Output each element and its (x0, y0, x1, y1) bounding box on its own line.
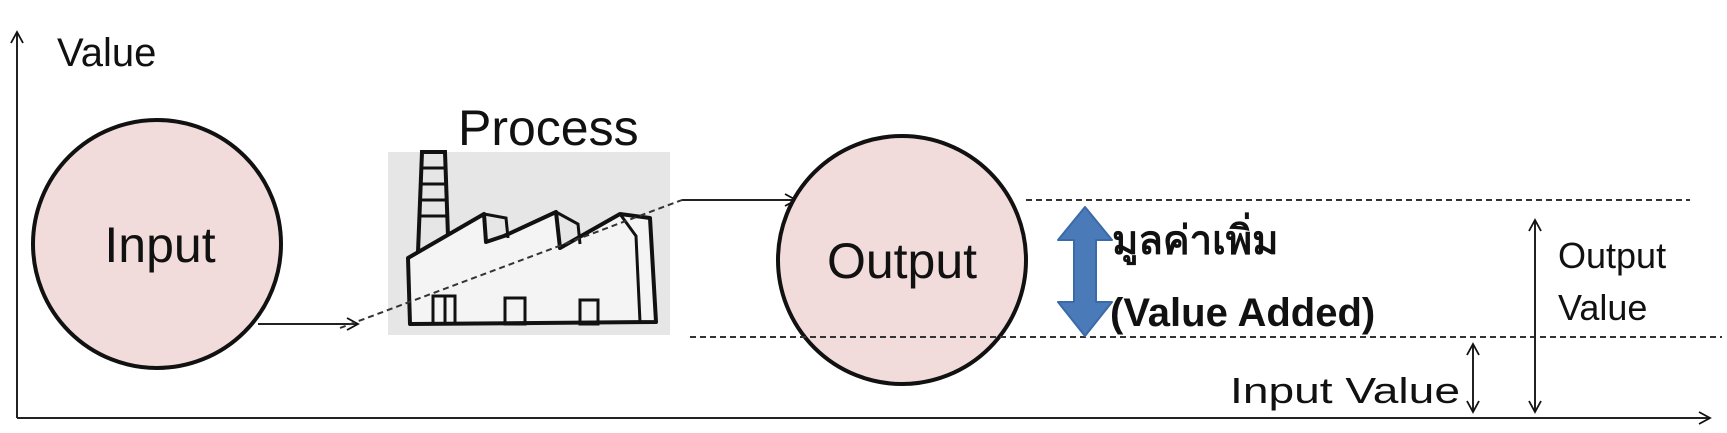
value-added-english-label: (Value Added) (1110, 291, 1375, 335)
input-label: Input (104, 217, 215, 273)
value-added-thai-label: มูลค่าเพิ่ม (1112, 212, 1279, 265)
output-label: Output (827, 233, 977, 289)
input-value-label: Input Value (1230, 370, 1460, 411)
value-rise-dashed-line (339, 199, 683, 329)
y-axis-label: Value (57, 31, 156, 75)
output-value-label-line2: Value (1558, 287, 1647, 328)
output-value-label-line1: Output (1558, 235, 1666, 276)
input-circle (31, 118, 283, 370)
value-added-arrow (1057, 206, 1113, 337)
factory-icon (388, 150, 670, 335)
process-label: Process (458, 100, 639, 156)
output-circle (776, 134, 1028, 386)
